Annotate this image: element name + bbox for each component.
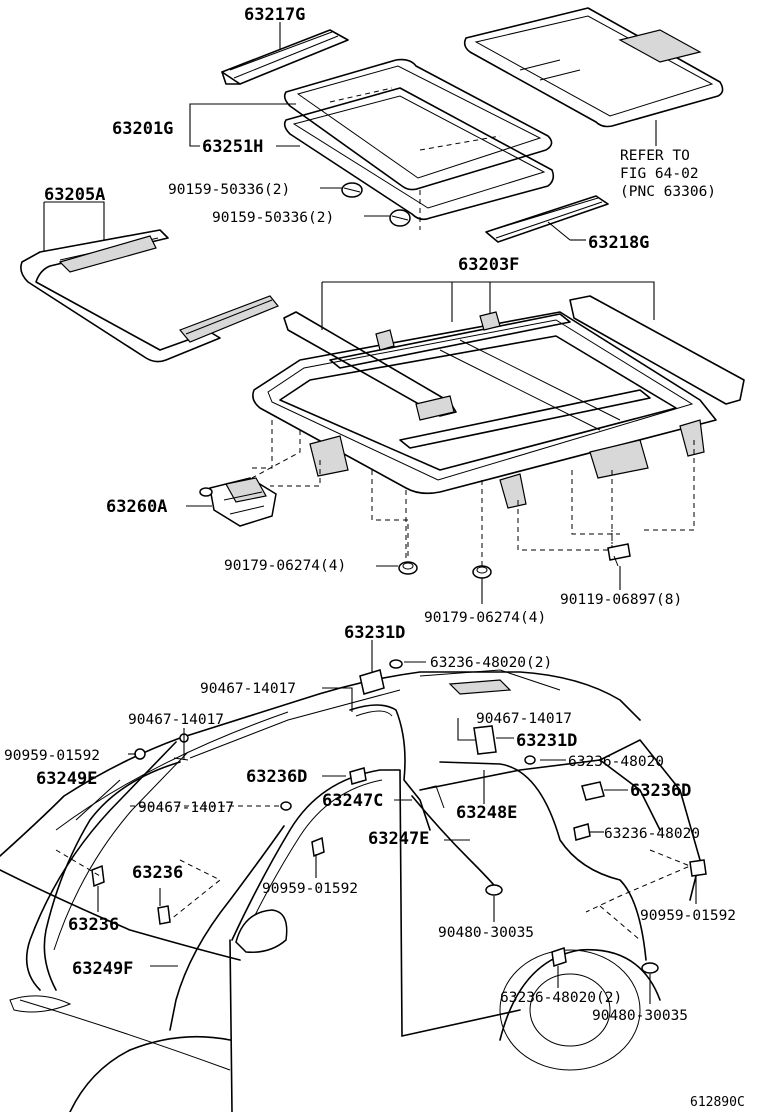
clip-63236-48020-low [551, 947, 567, 967]
grommet-90480-right [641, 962, 659, 974]
label-63236-48020-top: 63236-48020(2) [430, 655, 552, 671]
hose-63248e [439, 761, 647, 961]
label-90179-right: 90179-06274(4) [424, 610, 546, 626]
label-63236-upper: 63236 [132, 863, 183, 883]
label-63247e: 63247E [368, 829, 429, 849]
label-63249f: 63249F [72, 959, 133, 979]
label-63201g: 63201G [112, 119, 173, 139]
label-90179-left: 90179-06274(4) [224, 558, 346, 574]
label-63236d-right: 63236D [630, 781, 691, 801]
label-90959-mid: 90959-01592 [262, 881, 358, 897]
label-90959-right: 90959-01592 [640, 908, 736, 924]
label-refer-line2: FIG 64-02 [620, 166, 699, 182]
grommet-90480-mid [485, 884, 503, 896]
clip-63236d-left [349, 767, 367, 785]
label-63205a: 63205A [44, 185, 105, 205]
label-90467-d: 90467-14017 [138, 800, 234, 816]
hose-63247c [349, 704, 431, 831]
part-63218g-deflector [485, 195, 609, 243]
label-63203f: 63203F [458, 255, 519, 275]
clip-90159-lower [389, 209, 411, 227]
label-63249e: 63249E [36, 769, 97, 789]
clip-63236d-right [581, 781, 605, 801]
fastener-90179-left [398, 561, 418, 575]
label-90959-left: 90959-01592 [4, 748, 100, 764]
label-63236-48020-right2: 63236-48020 [604, 826, 700, 842]
grommet-90959-right [689, 859, 707, 877]
hose-63249f [169, 825, 285, 1031]
label-63231d-upper: 63231D [344, 623, 405, 643]
label-63231d-lower: 63231D [516, 731, 577, 751]
label-refer-line1: REFER TO [620, 148, 690, 164]
label-90467-a: 90467-14017 [200, 681, 296, 697]
part-63205a-rail [20, 229, 279, 363]
label-refer-line3: (PNC 63306) [620, 184, 716, 200]
part-63217g-deflector [221, 29, 349, 85]
label-90119: 90119-06897(8) [560, 592, 682, 608]
fastener-90179-right [472, 565, 492, 579]
clip-90159-upper [341, 182, 363, 198]
part-sunshade-reference [463, 7, 724, 128]
label-63236-lower: 63236 [68, 915, 119, 935]
label-63251h: 63251H [202, 137, 263, 157]
clip-63236-upper [91, 864, 105, 888]
clip-63236-lower [157, 905, 171, 925]
label-63248e: 63248E [456, 803, 517, 823]
hose-63247e [411, 785, 501, 893]
label-63247c: 63247C [322, 791, 383, 811]
label-63236d-left: 63236D [246, 767, 307, 787]
bolt-90119 [607, 543, 631, 567]
clip-63236-48020-mid [573, 823, 591, 841]
part-63260a-motor [199, 477, 277, 527]
label-63236-48020-right1: 63236-48020 [568, 754, 664, 770]
label-90159-upper: 90159-50336(2) [168, 182, 290, 198]
vehicle-outline [0, 669, 701, 1112]
part-63251h-weatherstrip [283, 87, 555, 221]
figure-code: 612890C [690, 1095, 745, 1110]
part-63201g-glass [283, 58, 553, 191]
label-63260a: 63260A [106, 497, 167, 517]
bracket-63231d-lower [473, 725, 536, 765]
grommet-90959-mid [311, 836, 325, 858]
label-90159-lower: 90159-50336(2) [212, 210, 334, 226]
hose-63249e [43, 757, 189, 991]
label-90480-right: 90480-30035 [592, 1008, 688, 1024]
label-90467-c: 90467-14017 [476, 711, 572, 727]
bracket-63231d-upper [359, 659, 403, 695]
label-63236-48020-bottom: 63236-48020(2) [500, 990, 622, 1006]
part-63203f-housing [252, 295, 745, 509]
grommet-90959-left [134, 748, 146, 760]
label-63217g: 63217G [244, 5, 305, 25]
label-90467-b: 90467-14017 [128, 712, 224, 728]
label-63218g: 63218G [588, 233, 649, 253]
label-90480-mid: 90480-30035 [438, 925, 534, 941]
